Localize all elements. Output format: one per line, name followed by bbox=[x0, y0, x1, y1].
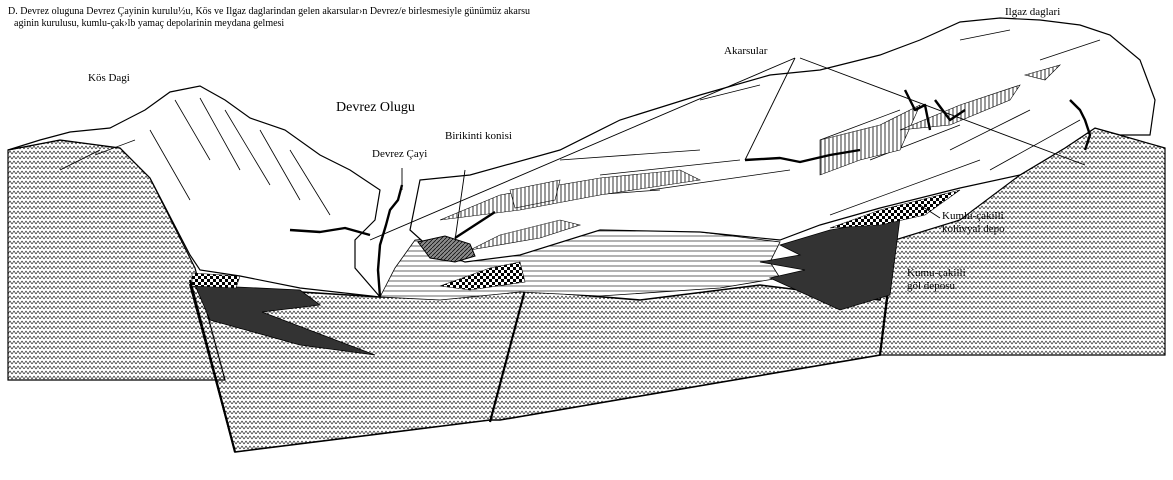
label-birikinti-konisi: Birikinti konisi bbox=[445, 130, 512, 143]
label-devrez-cayi: Devrez Çayi bbox=[372, 148, 427, 161]
label-kumu-cakilli-line1: Kumu-çakilli bbox=[907, 267, 966, 280]
label-kumu-cakilli: Kumu-çakilli göl deposu bbox=[907, 267, 966, 292]
label-kumlu-cakilli-line1: Kumlu-çakilli bbox=[942, 210, 1005, 223]
label-kumlu-cakilli-line2: kolüvyal depo bbox=[942, 223, 1005, 236]
caption-line-1: D. Devrez oluguna Devrez Çayinin kurulu½… bbox=[8, 6, 530, 18]
label-ilgaz-daglari: Ilgaz daglari bbox=[1005, 6, 1060, 19]
label-kos-dagi: Kös Dagi bbox=[88, 72, 130, 85]
label-kumu-cakilli-line2: göl deposu bbox=[907, 280, 966, 293]
caption-line-2: aginin kurulusu, kumlu-çak›lb yamaç depo… bbox=[14, 18, 284, 30]
label-kumlu-cakilli: Kumlu-çakilli kolüvyal depo bbox=[942, 210, 1005, 235]
label-akarsular: Akarsular bbox=[724, 45, 767, 58]
label-devrez-olugu: Devrez Olugu bbox=[336, 100, 415, 116]
